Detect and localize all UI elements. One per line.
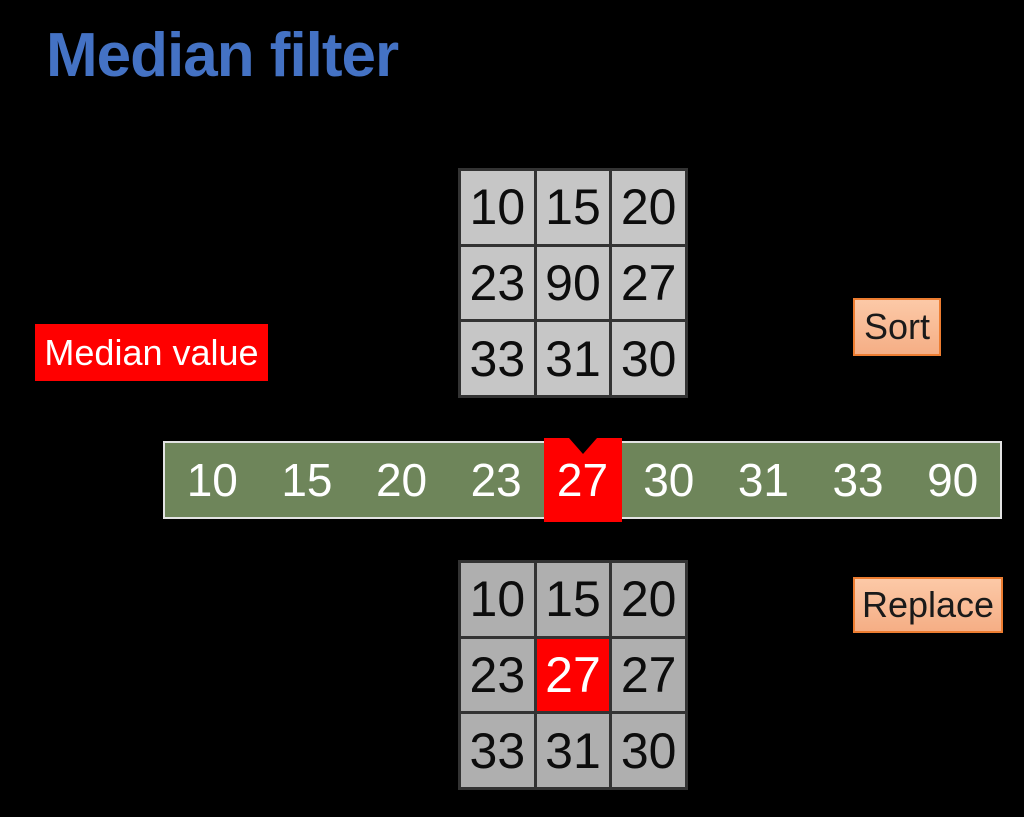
- grid-cell: 30: [612, 322, 685, 395]
- median-bar-cell: 27: [543, 438, 622, 522]
- grid-cell: 31: [536, 714, 610, 787]
- replace-label: Replace: [853, 577, 1003, 633]
- bar-cell: 10: [186, 454, 238, 506]
- median-value-label: Median value: [35, 324, 268, 381]
- grid-cell: 30: [612, 714, 685, 787]
- down-arrow-icon: [568, 438, 597, 454]
- grid-cell: 20: [612, 563, 685, 636]
- grid-cell: 23: [461, 638, 534, 712]
- bar-cell: 33: [832, 454, 884, 506]
- grid-cell: 27: [612, 638, 685, 712]
- bar-cell: 15: [281, 454, 333, 506]
- bar-cell: 90: [927, 454, 979, 506]
- grid-cell: 15: [536, 563, 610, 636]
- grid-cell: 10: [461, 563, 534, 636]
- grid-cell: 15: [536, 171, 610, 244]
- grid-cell: 90: [536, 246, 610, 320]
- page-title: Median filter: [46, 21, 399, 90]
- grid-cell: 27: [612, 246, 685, 320]
- grid-cell: 23: [461, 246, 534, 320]
- bar-cell: 20: [375, 454, 428, 506]
- sorted-values-bar: 10 15 20 23 27 30 31 33 90: [163, 438, 1002, 522]
- grid-cell: 33: [461, 714, 534, 787]
- sort-label: Sort: [853, 298, 941, 356]
- grid-cell: 33: [461, 322, 534, 395]
- bar-cell: 30: [643, 454, 695, 506]
- bar-cell: 31: [737, 454, 790, 506]
- grid-cell: 20: [612, 171, 685, 244]
- bar-cell: 23: [470, 454, 522, 506]
- median-replaced-cell: 27: [536, 638, 610, 712]
- grid-cell: 31: [536, 322, 610, 395]
- grid-cell: 10: [461, 171, 534, 244]
